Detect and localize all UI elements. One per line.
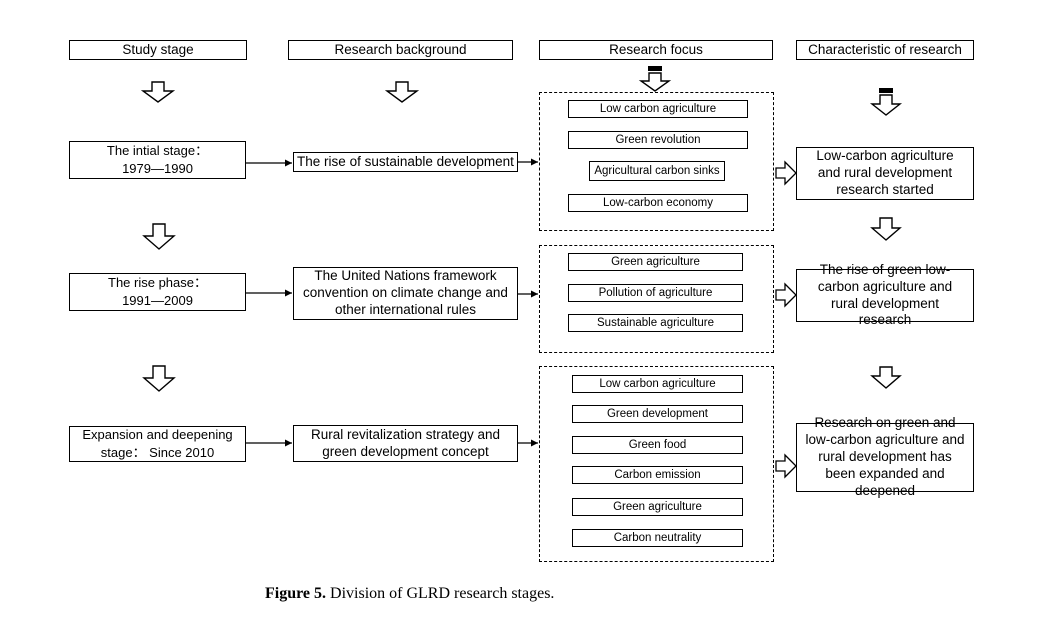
focus-item: Sustainable agriculture xyxy=(568,314,743,332)
focus-item: Low carbon agriculture xyxy=(572,375,743,393)
stage-label: The intial stage： xyxy=(106,143,209,159)
characteristic-box-3: Research on green and low-carbon agricul… xyxy=(796,415,974,498)
focus-item: Green revolution xyxy=(568,131,748,149)
focus-group-2 xyxy=(539,245,774,353)
header-research-focus: Research focus xyxy=(539,40,773,60)
focus-group-3 xyxy=(539,366,774,562)
focus-group-1 xyxy=(539,92,774,231)
header-characteristic: Characteristic of research xyxy=(796,40,974,60)
stage1-to-stage2-down-arrow xyxy=(142,223,176,250)
background-box-1: The rise of sustainable development xyxy=(293,152,518,172)
stage-box-initial: The intial stage： 1979—1990 xyxy=(69,141,246,179)
figure-caption-label: Figure 5. xyxy=(265,585,327,602)
stage-box-expansion: Expansion and deepening stage： Since 201… xyxy=(69,426,246,462)
header-down-arrow-study xyxy=(140,81,176,103)
focus-item: Green agriculture xyxy=(572,498,743,516)
focus-item: Pollution of agriculture xyxy=(568,284,743,302)
focus1-to-characteristic-arrow xyxy=(775,160,797,186)
stage-years: stage： Since 2010 xyxy=(100,445,215,460)
header-study-stage: Study stage xyxy=(69,40,247,60)
stage-years: 1991—2009 xyxy=(122,293,193,308)
focus-item: Carbon neutrality xyxy=(572,529,743,547)
header-down-arrow-characteristic xyxy=(869,88,903,116)
stage2-to-stage3-down-arrow xyxy=(142,365,176,392)
stage-years: 1979—1990 xyxy=(122,161,193,176)
focus-item: Low-carbon economy xyxy=(568,194,748,212)
figure-caption-text: Division of GLRD research stages. xyxy=(326,585,555,602)
focus-item: Green agriculture xyxy=(568,253,743,271)
background-box-2: The United Nations framework convention … xyxy=(293,267,518,320)
focus-item: Carbon emission xyxy=(572,466,743,484)
focus3-to-characteristic-arrow xyxy=(775,453,797,479)
characteristic-box-2: The rise of green low-carbon agriculture… xyxy=(796,262,974,327)
header-down-arrow-background xyxy=(384,81,420,103)
focus-item: Green development xyxy=(572,405,743,423)
focus-item: Agricultural carbon sinks xyxy=(589,161,725,181)
focus2-to-characteristic-arrow xyxy=(775,282,797,308)
stage-box-rise: The rise phase： 1991—2009 xyxy=(69,273,246,311)
characteristic-box-1: Low-carbon agriculture and rural develop… xyxy=(796,147,974,200)
stage-label: Expansion and deepening xyxy=(82,427,233,443)
focus-item: Low carbon agriculture xyxy=(568,100,748,118)
background-box-3: Rural revitalization strategy and green … xyxy=(293,425,518,462)
figure-caption: Figure 5. Division of GLRD research stag… xyxy=(265,585,554,603)
focus-item: Green food xyxy=(572,436,743,454)
header-down-arrow-focus xyxy=(638,66,672,92)
stage-label: The rise phase： xyxy=(108,275,207,291)
header-research-background: Research background xyxy=(288,40,513,60)
characteristic2-to-3-down-arrow xyxy=(870,366,902,389)
characteristic1-to-2-down-arrow xyxy=(870,217,902,241)
